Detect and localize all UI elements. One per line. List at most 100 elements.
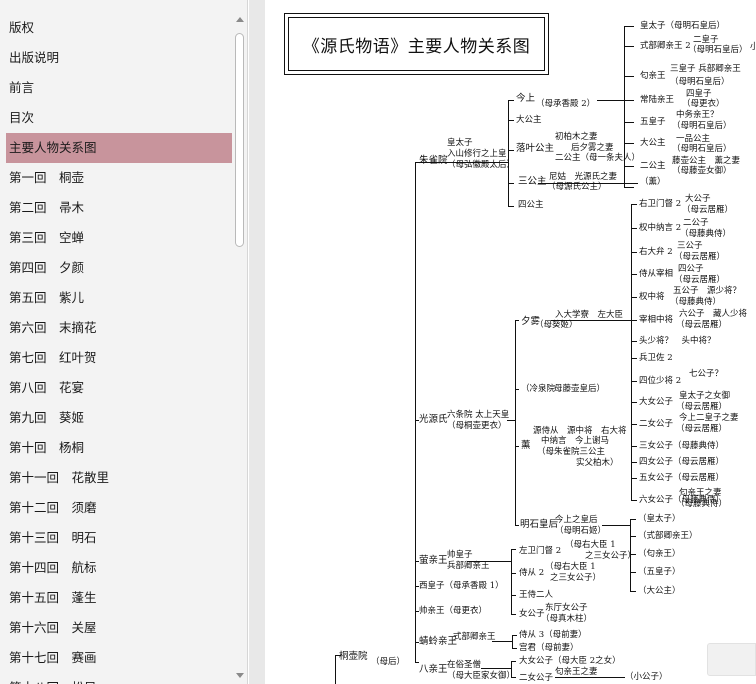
person-label: （薰） <box>640 177 666 187</box>
tree-line <box>631 478 637 479</box>
toc-item-chapter-11[interactable]: 第十一回 花散里 <box>9 470 110 485</box>
tree-line <box>508 150 514 151</box>
toc-item-chapter-9[interactable]: 第九回 葵姬 <box>9 410 85 425</box>
person-label: 初柏木之妻 <box>555 132 598 142</box>
scroll-thumb[interactable] <box>235 33 244 247</box>
person-label: 兵卫佐 2 <box>639 353 673 363</box>
person-label: （母明石皇后） <box>672 121 732 131</box>
tree-line <box>511 614 516 615</box>
toc-item-chapter-5[interactable]: 第五回 紫儿 <box>9 290 85 305</box>
tree-line <box>630 519 636 520</box>
person-label: 匂亲王之妻 <box>679 488 722 498</box>
tree-line <box>631 424 637 425</box>
person-label: （匂亲王） <box>638 549 681 559</box>
person-label: 三公主 <box>518 176 547 187</box>
person-label: （母弘徽殿太后） <box>447 160 516 170</box>
person-label: 夕雾 <box>521 316 541 327</box>
person-label: 二公子 <box>683 218 709 228</box>
person-label: 今上二皇子之妻 <box>679 413 739 423</box>
toc-item-chapter-1[interactable]: 第一回 桐壶 <box>9 170 85 185</box>
toc-item-chapter-6[interactable]: 第六回 末摘花 <box>9 320 97 335</box>
person-label: （母真木柱） <box>541 614 593 624</box>
toc-item-character-chart[interactable]: 主要人物关系图 <box>6 133 232 163</box>
person-label: 侍从 3（母前妻） <box>519 630 587 640</box>
person-label: 八亲王 <box>419 664 448 675</box>
person-label: 式部卿亲王 2 <box>640 41 691 51</box>
toc-item-chapter-3[interactable]: 第三回 空蝉 <box>9 230 85 245</box>
toc-item-publishing-note[interactable]: 出版说明 <box>9 50 60 65</box>
tree-line <box>415 162 416 662</box>
person-label: 兵部卿亲王 <box>447 561 490 571</box>
person-label: （母葵姬） <box>535 320 578 330</box>
toc-item-chapter-14[interactable]: 第十四回 航标 <box>9 560 97 575</box>
tree-line <box>631 402 637 403</box>
toc-item-chapter-4[interactable]: 第四回 夕颜 <box>9 260 85 275</box>
tree-line <box>631 252 637 253</box>
toc-item-chapter-13[interactable]: 第十三回 明石 <box>9 530 97 545</box>
toc-item-chapter-15[interactable]: 第十五回 蓬生 <box>9 590 97 605</box>
tree-line <box>467 561 511 562</box>
tree-line <box>631 500 637 501</box>
tree-line <box>630 591 636 592</box>
person-label: （母藤壶女御） <box>672 166 732 176</box>
tree-line <box>335 655 341 656</box>
document-viewer: 《源氏物语》主要人物关系图 <box>249 0 756 684</box>
tree-line <box>631 358 637 359</box>
person-label: （母云居雁） <box>682 205 734 215</box>
toc-item-copyright[interactable]: 版权 <box>9 20 35 35</box>
person-label: 大公主 <box>640 138 666 148</box>
toc-item-chapter-8[interactable]: 第八回 花宴 <box>9 380 85 395</box>
tree-line <box>418 162 508 163</box>
person-label: 三皇子 兵部卿亲王 <box>670 64 741 74</box>
tree-line <box>508 100 509 206</box>
person-label: 尼姑 光源氏之妻 <box>549 172 618 182</box>
person-label: （母大臣家女御） <box>447 671 516 681</box>
person-label: （母云居雁） <box>676 320 728 330</box>
tree-line <box>631 297 637 298</box>
tree-line <box>511 595 516 596</box>
tree-line <box>624 143 634 144</box>
person-label: 之三女公子） <box>550 573 602 583</box>
toc-item-chapter-7[interactable]: 第七回 红叶贺 <box>9 350 97 365</box>
person-label: 四位少将 2 <box>639 376 682 386</box>
person-label: 入山修行之上皇 <box>447 149 507 159</box>
person-label: （母桐壶更衣） <box>447 421 507 431</box>
person-label: 宰相中将 <box>639 315 674 325</box>
person-label: （母云居雁） <box>674 275 726 285</box>
toc-item-chapter-18[interactable]: 第十八回 松风 <box>6 673 232 684</box>
toc-item-chapter-17[interactable]: 第十七回 赛画 <box>9 650 97 665</box>
toc-item-chapter-10[interactable]: 第十回 杨桐 <box>9 440 85 455</box>
person-label: 右卫门督 2 <box>639 199 682 209</box>
tree-line <box>512 635 517 636</box>
toc-item-chapter-16[interactable]: 第十六回 关屋 <box>9 620 97 635</box>
tree-line <box>515 320 519 321</box>
person-label: （母明石姬） <box>555 526 607 536</box>
person-label: 中纳言 今上谢马 <box>541 436 610 446</box>
person-label: （小公子） <box>625 672 668 682</box>
person-label: 皇太子（母明石皇后） <box>640 21 726 31</box>
tree-line <box>631 381 637 382</box>
tree-line <box>597 100 624 101</box>
tree-line <box>508 100 514 101</box>
toc-scrollbar[interactable] <box>233 0 247 684</box>
scroll-down-arrow-icon[interactable] <box>236 673 244 678</box>
person-label: 小 <box>750 42 756 52</box>
person-label: 权中将 <box>639 292 665 302</box>
toc-item-chapter-12[interactable]: 第十二回 须磨 <box>9 500 97 515</box>
tree-line <box>624 100 634 101</box>
toc-item-preface[interactable]: 前言 <box>9 80 35 95</box>
page-nav-button[interactable] <box>707 643 756 676</box>
person-label: 中务亲王？ <box>676 110 719 120</box>
toc-item-chapter-2[interactable]: 第二回 帚木 <box>9 200 85 215</box>
scroll-up-arrow-icon[interactable] <box>236 17 244 22</box>
person-label: 五皇子 <box>640 117 666 127</box>
person-label: （母云居雁） <box>676 402 728 412</box>
tree-line <box>538 183 638 184</box>
person-label: 权中纳言 2 <box>639 223 682 233</box>
person-label: （母更衣） <box>682 99 725 109</box>
toc-item-contents[interactable]: 目次 <box>9 110 35 125</box>
tree-line <box>630 572 636 573</box>
tree-line <box>511 661 512 677</box>
person-label: 大女公子（母大臣 2之女） <box>519 656 621 666</box>
tree-line <box>551 320 631 321</box>
